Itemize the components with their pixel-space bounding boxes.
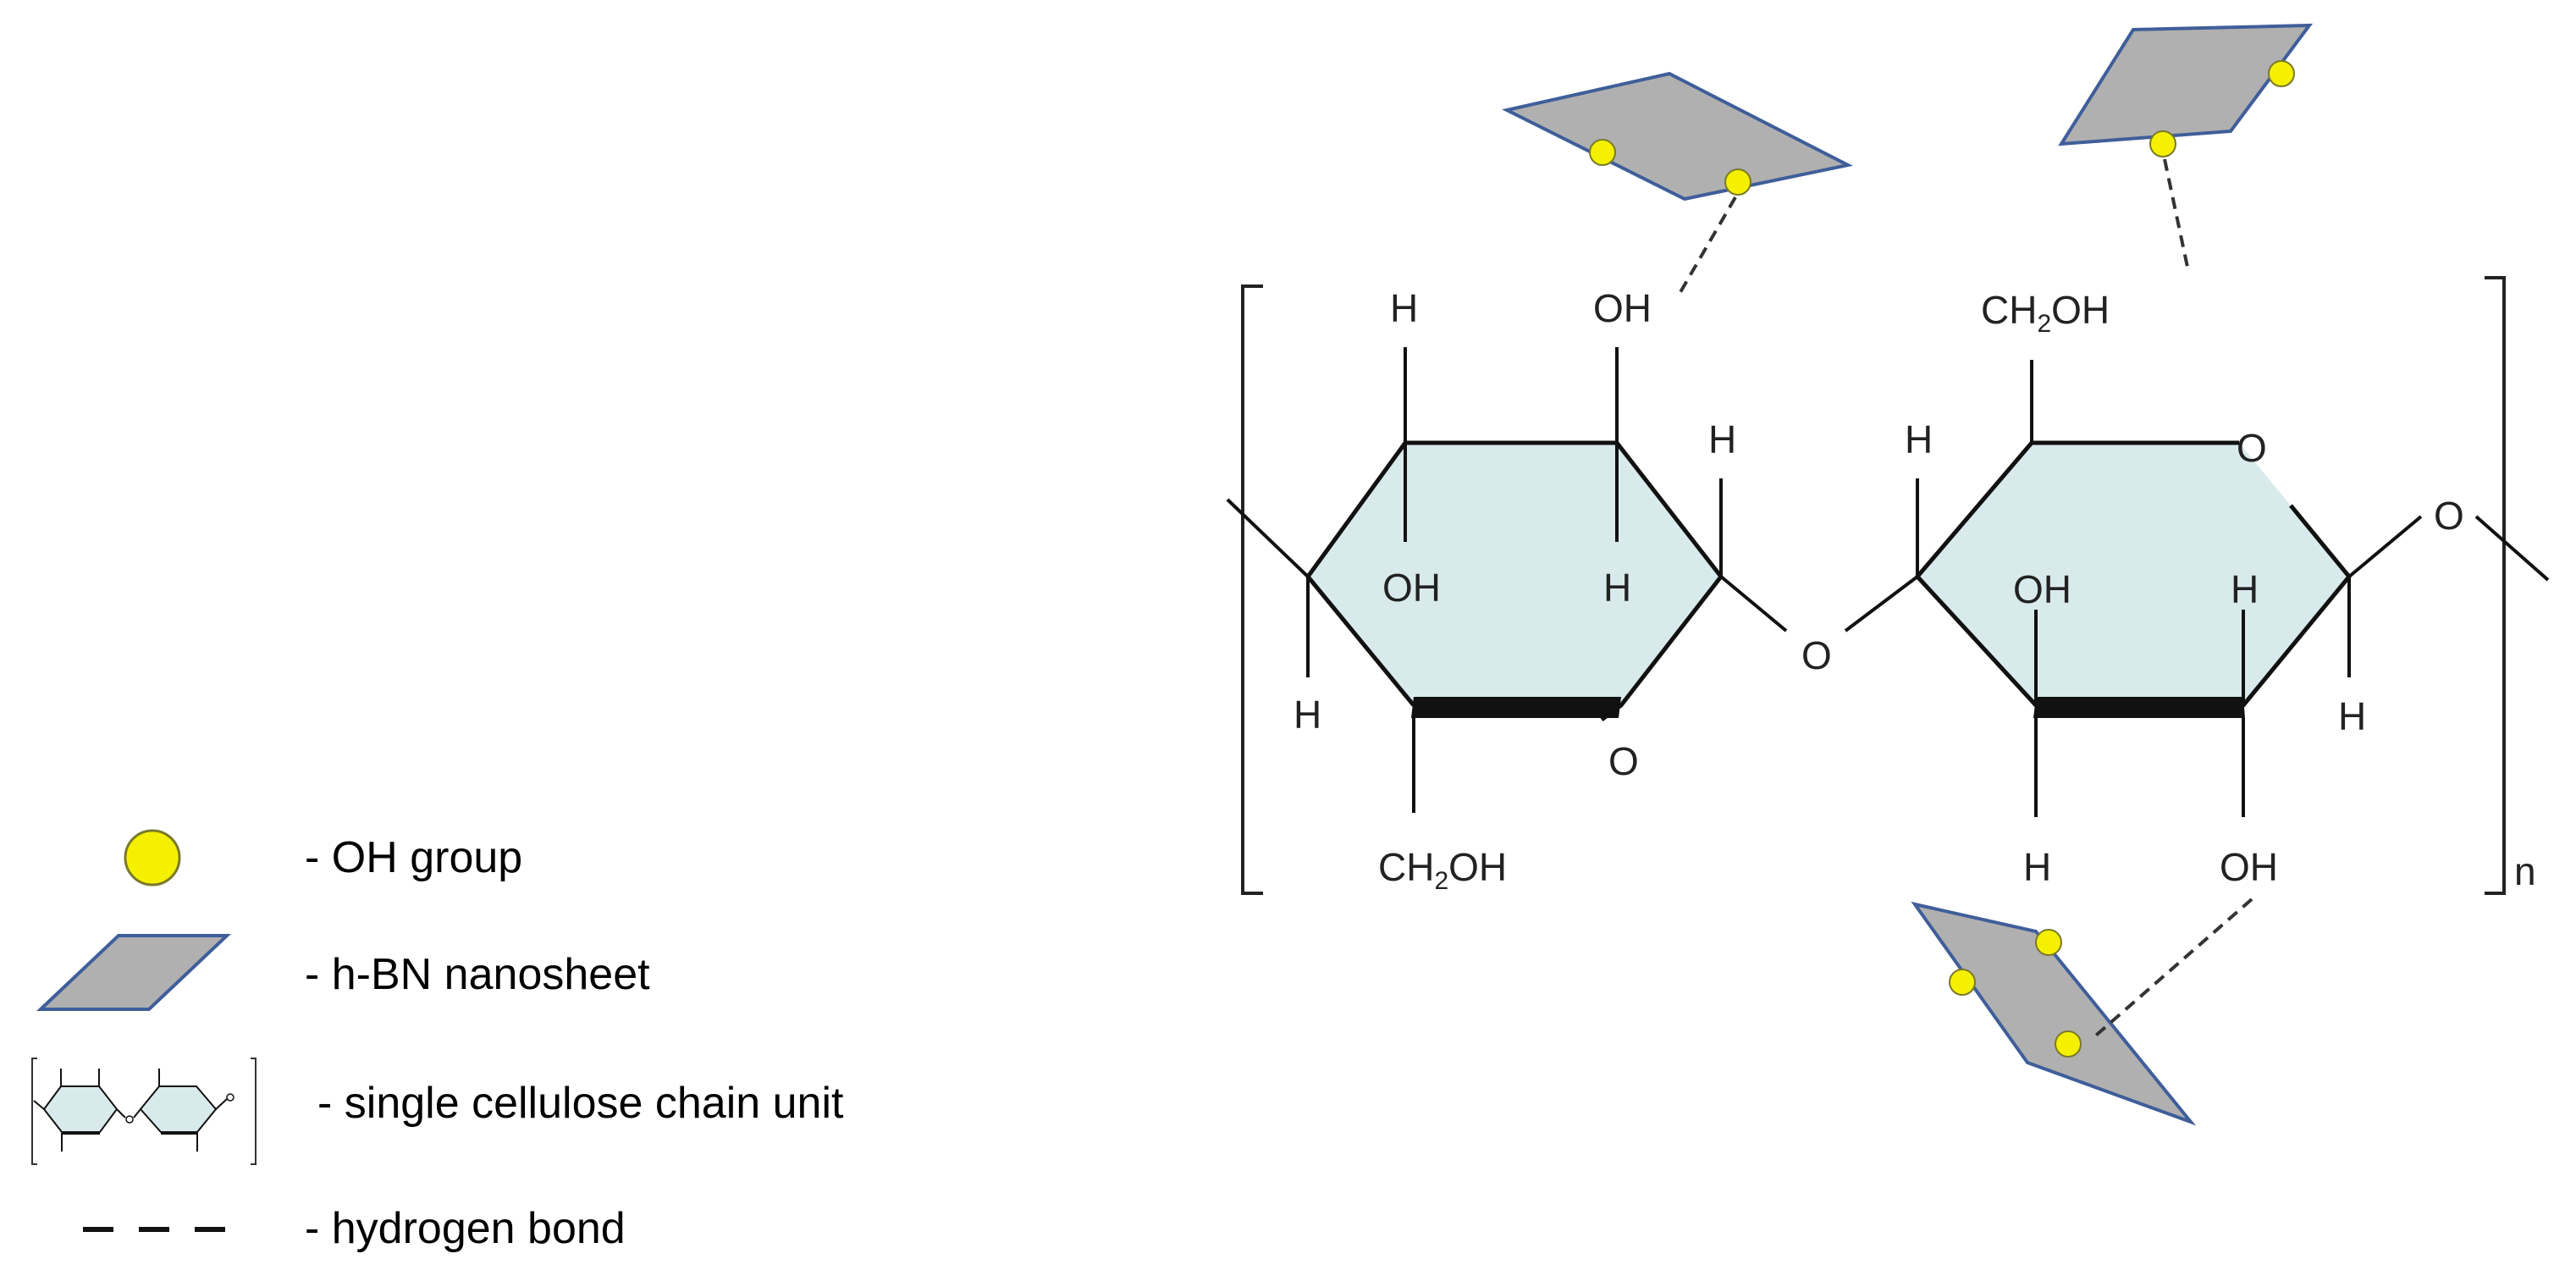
- legend-cellulose-label: - single cellulose chain unit: [317, 1079, 844, 1128]
- right-ring-oxygen: O: [2237, 426, 2267, 470]
- right-inner-oh: OH: [2013, 567, 2071, 611]
- hydrogen-bond: [2089, 898, 2253, 1041]
- oh-dot: [1724, 168, 1751, 196]
- right-glucose-ring: CH2OH H O OH H H H OH O: [1905, 288, 2550, 889]
- left-inner-oh: OH: [1382, 566, 1441, 610]
- right-end-oxygen: O: [2434, 494, 2464, 538]
- repeat-label: n: [2514, 849, 2536, 893]
- legend-oh-dot-icon: [124, 829, 181, 887]
- right-left-h: H: [1905, 417, 1933, 461]
- right-ring-fill: [1917, 443, 2349, 705]
- legend: - OH group - h-BN nanosheet - single cel…: [31, 829, 844, 1253]
- left-left-h: H: [1294, 693, 1321, 737]
- nanosheet-shape: [1911, 901, 2197, 1126]
- right-bracket: [2485, 276, 2506, 895]
- nanosheet-bottom-right: [1911, 898, 2253, 1126]
- left-top-h: H: [1390, 286, 1418, 330]
- glycosidic-oxygen: O: [1801, 633, 1832, 677]
- hydrogen-bond: [1679, 196, 1737, 294]
- right-bottom-h: H: [2023, 845, 2051, 889]
- left-inner-h: H: [1603, 566, 1631, 610]
- hydrogen-bond: [2163, 158, 2190, 272]
- oh-dot: [2055, 1030, 2082, 1058]
- right-ch2oh: CH2OH: [1981, 288, 2110, 338]
- oh-dot: [1589, 139, 1616, 166]
- legend-cellulose-icon: [31, 1058, 256, 1165]
- oh-dot: [1949, 969, 1976, 996]
- legend-hbond-label: - hydrogen bond: [305, 1204, 626, 1253]
- right-right-h: H: [2338, 694, 2366, 738]
- oh-dot: [2149, 130, 2176, 157]
- legend-nanosheet-icon: [36, 934, 232, 1011]
- oh-dot: [2268, 60, 2295, 87]
- oh-dot: [2035, 929, 2062, 956]
- left-ring-fill: [1308, 443, 1721, 705]
- nanosheet-top-right: [2058, 23, 2314, 272]
- legend-nanosheet-label: - h-BN nanosheet: [305, 950, 650, 999]
- left-ring-oxygen: O: [1608, 739, 1639, 783]
- bond-glycosidic-left: [1719, 575, 1788, 632]
- bond-right-chain-end: [2474, 515, 2550, 582]
- nanosheet-top-left: [1502, 71, 1853, 294]
- nanosheet-shape: [2058, 23, 2314, 146]
- left-ring-wedge: [1411, 697, 1621, 718]
- right-bottom-oh: OH: [2220, 845, 2278, 889]
- cellulose-molecule: n H OH OH H H H O CH2OH O: [1226, 276, 2550, 895]
- left-glucose-ring: H OH OH H H H O CH2OH: [1226, 286, 1736, 895]
- left-bracket: [1241, 284, 1263, 895]
- bond-glycosidic-right: [1844, 575, 1919, 632]
- left-right-h: H: [1708, 417, 1736, 461]
- right-inner-h: H: [2231, 567, 2259, 611]
- nanosheet-shape: [1502, 71, 1853, 202]
- bond-right-c4-o: [2347, 515, 2423, 578]
- left-ch2oh: CH2OH: [1378, 845, 1507, 895]
- left-top-oh: OH: [1593, 286, 1652, 330]
- bond-left-chain-end: [1226, 498, 1310, 578]
- legend-oh-group-label: - OH group: [305, 833, 522, 882]
